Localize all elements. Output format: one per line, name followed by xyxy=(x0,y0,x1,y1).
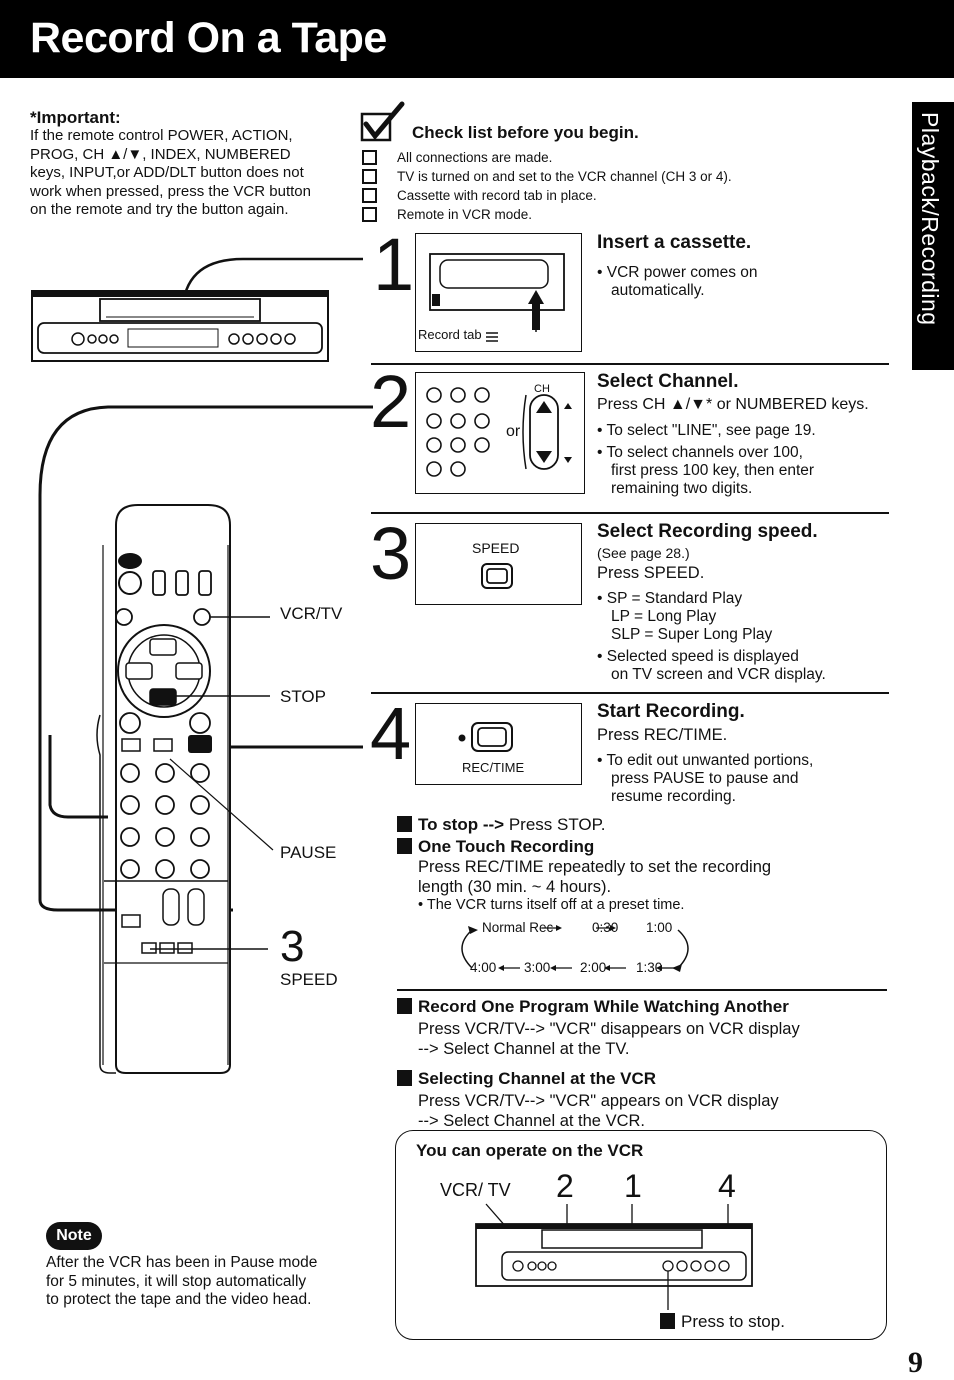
remote-control-illustration xyxy=(38,405,373,1074)
step-number: 1 xyxy=(373,223,415,306)
speed-button-icon xyxy=(481,563,513,589)
checkmark-box-icon xyxy=(360,101,405,142)
important-line: PROG, CH ▲/▼, INDEX, NUMBERED xyxy=(30,145,291,163)
watch-another-body: Press VCR/TV--> "VCR" disappears on VCR … xyxy=(418,1020,800,1058)
otr-note: • The VCR turns itself off at a preset t… xyxy=(418,897,685,913)
cycle-item: 1:30 xyxy=(636,960,663,975)
select-at-vcr-title: Selecting Channel at the VCR xyxy=(397,1069,656,1089)
step-number: 4 xyxy=(370,692,412,775)
otr-body: Press REC/TIME repeatedly to set the rec… xyxy=(418,858,772,896)
channel-keys-figure: CH or xyxy=(415,372,585,494)
number-keypad-icon xyxy=(426,387,572,477)
important-line: work when pressed, press the VCR button xyxy=(30,182,311,200)
step-bullet: • To edit out unwanted portions, press P… xyxy=(597,752,814,805)
watch-another-title: Record One Program While Watching Anothe… xyxy=(397,997,789,1017)
step-title: Insert a cassette. xyxy=(597,232,752,253)
step-title: Start Recording. xyxy=(597,701,745,722)
cassette-icon xyxy=(429,253,565,342)
speed-button-figure: SPEED xyxy=(415,523,582,605)
important-line: keys, INPUT,or ADD/DLT button does not xyxy=(30,164,304,182)
rec-time-label: REC/TIME xyxy=(462,760,525,775)
callout-stop: STOP xyxy=(280,687,326,706)
otr-title: One Touch Recording xyxy=(397,837,594,857)
note-badge: Note xyxy=(46,1222,102,1250)
divider xyxy=(371,692,889,694)
step-bullet: • To select channels over 100, first pre… xyxy=(597,444,815,497)
page-title: Record On a Tape xyxy=(30,14,387,62)
checklist-item: TV is turned on and set to the VCR chann… xyxy=(362,168,732,185)
step-number: 2 xyxy=(370,360,412,443)
step-instruction: Press REC/TIME. xyxy=(597,726,728,744)
vcr-panel-step: 4 xyxy=(718,1168,736,1204)
step-instruction: Press CH ▲/▼* or NUMBERED keys. xyxy=(597,396,869,413)
square-bullet-icon xyxy=(397,816,412,832)
vcr-operation-panel xyxy=(395,1130,887,1340)
square-bullet-icon xyxy=(397,998,412,1014)
cycle-item: 2:00 xyxy=(580,960,607,975)
section-side-tab: Playback/Recording xyxy=(912,102,954,370)
callout-vcrtv: VCR/TV xyxy=(280,604,343,623)
square-bullet-icon xyxy=(660,1313,675,1329)
important-body: If the remote control POWER, ACTION, PRO… xyxy=(30,127,346,220)
record-tab-label: Record tab xyxy=(418,327,482,342)
checkbox-icon xyxy=(362,150,377,165)
speed-label: SPEED xyxy=(472,540,520,556)
important-line: If the remote control POWER, ACTION, xyxy=(30,127,293,144)
or-label: or xyxy=(506,423,521,440)
step-subtitle: (See page 28.) xyxy=(597,545,690,561)
vcr-panel-step: 1 xyxy=(624,1168,642,1204)
divider xyxy=(371,363,889,365)
square-bullet-icon xyxy=(397,1070,412,1086)
cycle-item: 1:00 xyxy=(646,920,673,935)
step-bullet: • To select "LINE", see page 19. xyxy=(597,422,816,439)
checklist-item: Cassette with record tab in place. xyxy=(362,187,597,204)
rec-button-figure: REC/TIME xyxy=(415,703,582,785)
cycle-item: 0:30 xyxy=(592,920,619,935)
step-number: 3 xyxy=(370,512,412,595)
side-tab-label: Playback/Recording xyxy=(917,112,943,326)
checkbox-icon xyxy=(362,169,377,184)
checkbox-icon xyxy=(362,188,377,203)
page-header: Record On a Tape xyxy=(0,0,954,78)
cycle-item: 4:00 xyxy=(470,960,497,975)
press-to-stop-label: Press to stop. xyxy=(660,1312,785,1332)
callout-pause: PAUSE xyxy=(280,843,337,862)
square-bullet-icon xyxy=(397,838,412,854)
step-title: Select Channel. xyxy=(597,371,739,392)
recording-cycle-diagram xyxy=(461,925,689,972)
page-number: 9 xyxy=(908,1346,923,1379)
checklist-item: All connections are made. xyxy=(362,149,552,166)
vcr-front-illustration xyxy=(31,257,363,362)
note-body: After the VCR has been in Pause mode for… xyxy=(46,1254,318,1308)
step-bullet: • VCR power comes on automatically. xyxy=(597,264,758,299)
vcr-front-small-illustration xyxy=(475,1203,753,1310)
speed-list: • SP = Standard Play LP = Long Play SLP … xyxy=(597,590,773,643)
callout-speed: SPEED xyxy=(280,970,338,989)
divider xyxy=(371,512,889,514)
checkbox-icon xyxy=(362,207,377,222)
select-at-vcr-body: Press VCR/TV--> "VCR" appears on VCR dis… xyxy=(418,1092,779,1130)
step-bullet: • Selected speed is displayed on TV scre… xyxy=(597,648,826,683)
step-title: Select Recording speed. xyxy=(597,521,818,542)
cycle-item: 3:00 xyxy=(524,960,551,975)
vcr-panel-vcrtv-label: VCR/ TV xyxy=(440,1180,511,1200)
divider xyxy=(397,989,887,991)
checklist-title: Check list before you begin. xyxy=(412,123,639,142)
important-title: *Important: xyxy=(30,108,121,127)
ch-label: CH xyxy=(534,383,550,395)
rec-button-icon xyxy=(458,722,513,752)
callout-step-3: 3 xyxy=(280,922,305,971)
vcr-panel-title: You can operate on the VCR xyxy=(416,1141,644,1160)
to-stop-line: To stop --> Press STOP. xyxy=(397,815,606,835)
checklist-item: Remote in VCR mode. xyxy=(362,206,532,223)
important-line: on the remote and try the button again. xyxy=(30,201,289,219)
step-instruction: Press SPEED. xyxy=(597,564,705,582)
cycle-item: Normal Rec xyxy=(482,920,554,935)
vcr-panel-step: 2 xyxy=(556,1168,574,1204)
cassette-figure: Record tab xyxy=(415,233,582,352)
